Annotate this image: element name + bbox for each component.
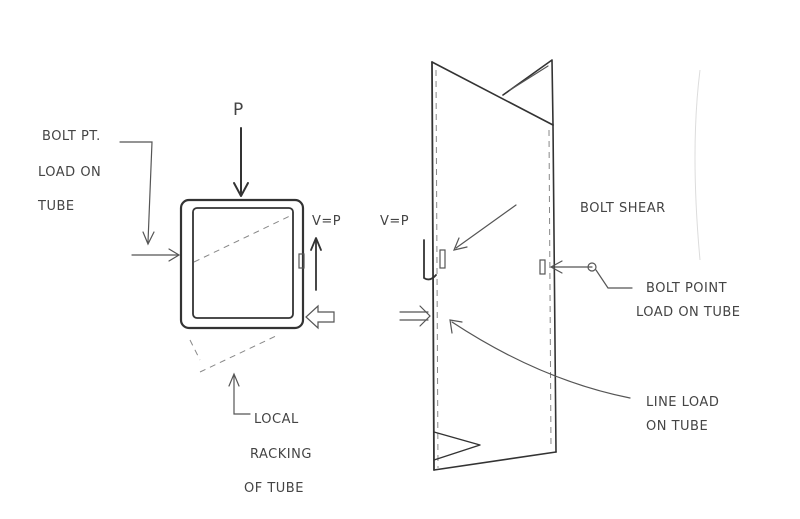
racking-leader bbox=[233, 375, 251, 415]
racking-dashed-line bbox=[193, 214, 293, 263]
label-local: LOCAL bbox=[254, 412, 299, 427]
label-bolt-pt-1: BOLT PT. bbox=[42, 129, 101, 144]
label-bolt-shear: BOLT SHEAR bbox=[580, 201, 666, 216]
label-bolt-point-2: LOAD ON TUBE bbox=[636, 305, 741, 320]
plate-elevation bbox=[431, 59, 557, 471]
label-v-eq-p-right: V=P bbox=[380, 214, 409, 229]
shear-v-arrow bbox=[310, 237, 322, 291]
label-bolt-point-1: BOLT POINT bbox=[646, 281, 727, 296]
label-racking: RACKING bbox=[250, 447, 312, 462]
load-p-arrow bbox=[233, 127, 249, 197]
label-on-tube: ON TUBE bbox=[646, 419, 708, 434]
bolt-shear-leader bbox=[455, 204, 517, 249]
bolt-shear-arrow bbox=[423, 239, 446, 281]
tube-cross-section bbox=[179, 198, 305, 373]
bolt-point-arrow bbox=[539, 259, 633, 289]
bolt-pt-leader bbox=[119, 141, 153, 243]
label-line-load: LINE LOAD bbox=[646, 395, 719, 410]
label-bolt-pt-3: TUBE bbox=[37, 199, 75, 214]
reaction-hollow-arrow bbox=[305, 304, 335, 330]
line-load-leader bbox=[451, 321, 631, 399]
side-load-arrow bbox=[131, 248, 181, 262]
line-load-arrow bbox=[399, 305, 431, 327]
label-p: P bbox=[233, 100, 244, 120]
label-bolt-pt-2: LOAD ON bbox=[38, 165, 101, 180]
label-of-tube: OF TUBE bbox=[244, 481, 304, 496]
label-v-eq-p-left: V=P bbox=[312, 214, 341, 229]
